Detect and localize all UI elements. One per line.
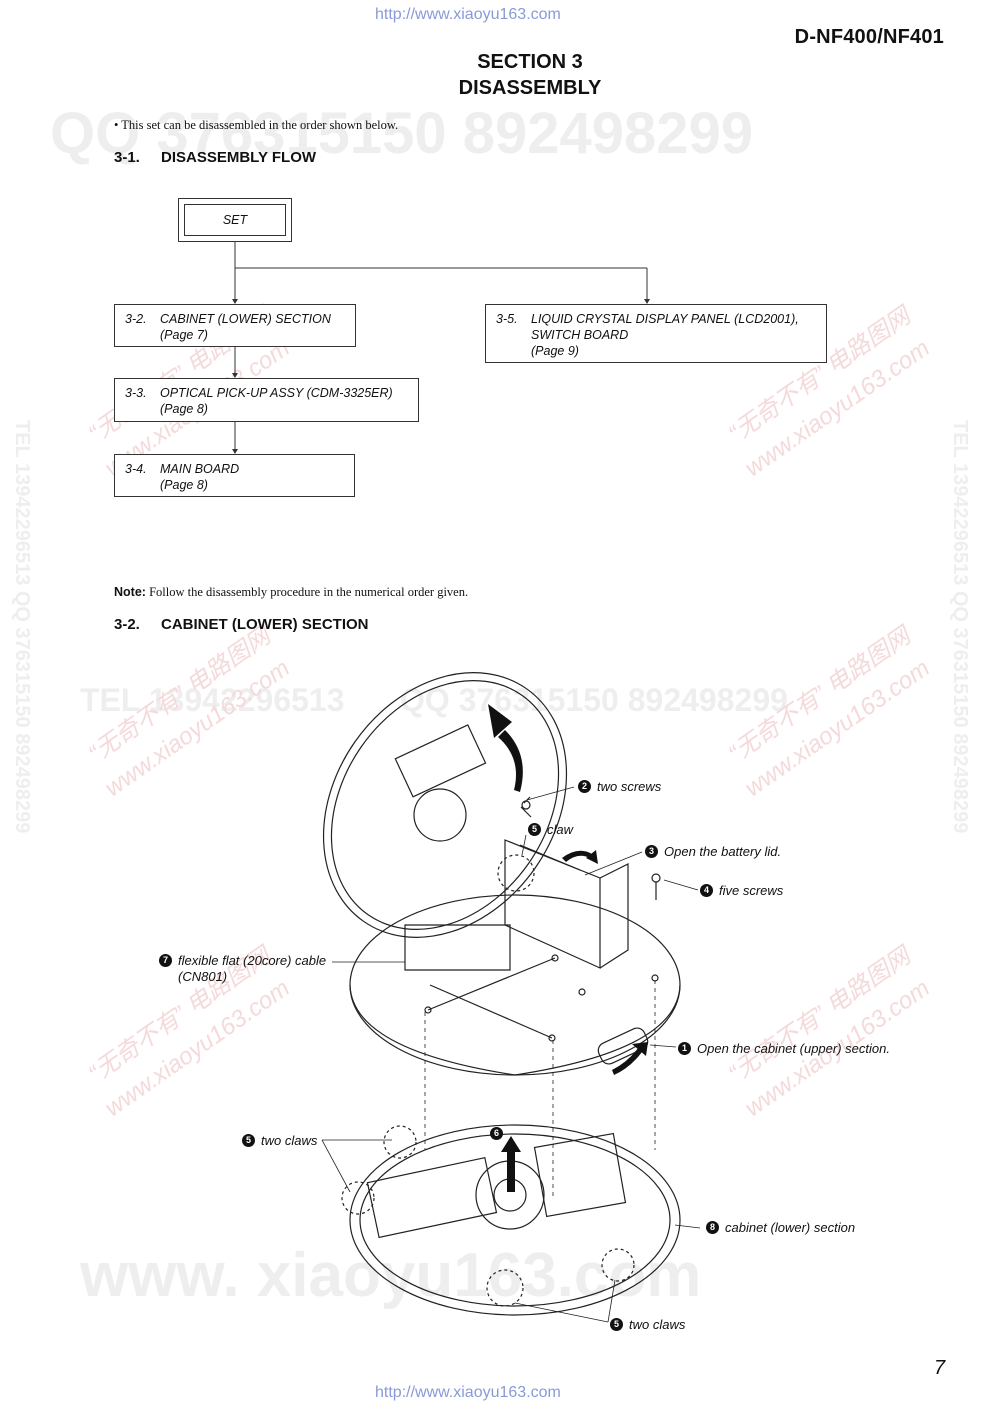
watermark-side-right: TEL 13942296513 QQ 376315150 892498299 [949,420,971,834]
main-body [349,894,681,1076]
callout-five-screws: 4 five screws [700,883,783,899]
section-name: DISASSEMBLY [458,77,602,99]
cabinet-heading-title: CABINET (LOWER) SECTION [161,616,369,633]
source-url-top[interactable]: http://www.xiaoyu163.com [375,6,561,23]
callout-text: Open the battery lid. [664,844,782,859]
step-badge-1: 1 [678,1042,691,1055]
page-number: 7 [934,1357,946,1379]
flow-box-number: 3-2. [125,312,147,326]
watermark-qq: QQ 376315150 892498299 [50,101,754,166]
note: Note: Follow the disassembly procedure i… [114,585,468,600]
step-badge-7: 7 [159,954,172,967]
flow-box-text: MAIN BOARD (Page 8) [160,462,240,492]
callout-text: claw [547,822,574,837]
callout-two-claws-bottom: 5 two claws [610,1317,685,1333]
model-number: D-NF400/NF401 [794,26,944,48]
flow-set-label: SET [184,204,286,236]
flow-box-number: 3-4. [125,462,147,476]
flow-box-number: 3-5. [496,312,518,326]
watermark-tel: TEL 13942296513 [80,682,345,718]
step-badge-4: 4 [700,884,713,897]
flow-box-optical-pickup: 3-3. OPTICAL PICK-UP ASSY (CDM-3325ER) (… [114,378,419,422]
watermark-side-left: TEL 13942296513 QQ 376315150 892498299 [11,420,33,834]
section-number: SECTION 3 [477,51,583,73]
step-badge-2: 2 [578,780,591,793]
flow-connectors [232,242,650,454]
step-badge-6: 6 [490,1127,503,1140]
flow-heading-title: DISASSEMBLY FLOW [161,149,317,166]
source-url-bottom[interactable]: http://www.xiaoyu163.com [375,1384,561,1401]
step-badge-5: 5 [610,1318,623,1331]
flow-box-cabinet-lower: 3-2. CABINET (LOWER) SECTION (Page 7) [114,304,356,347]
lower-cabinet [349,1124,681,1316]
callout-text: Open the cabinet (upper) section. [697,1041,890,1056]
step-badge-5: 5 [242,1134,255,1147]
watermark-qq-lower: QQ 376315150 892498299 [400,682,788,718]
callout-text: flexible flat (20core) cable (CN801) [178,953,327,984]
callout-text: five screws [719,883,784,898]
note-label: Note: [114,585,146,599]
callout-text: two claws [261,1133,318,1148]
cabinet-heading: 3-2. CABINET (LOWER) SECTION [114,616,369,633]
callout-cabinet-lower: 8 cabinet (lower) section [706,1220,855,1236]
step-badge-8: 8 [706,1221,719,1234]
callout-two-claws-left: 5 two claws [242,1133,317,1149]
disassembly-illustration [321,672,701,1323]
flow-heading: 3-1. DISASSEMBLY FLOW [114,149,316,166]
callout-text: two claws [629,1317,686,1332]
flow-box-text: OPTICAL PICK-UP ASSY (CDM-3325ER) (Page … [160,386,393,416]
callout-text: two screws [597,779,662,794]
callout-step-6: 6 [490,1126,503,1140]
cabinet-heading-number: 3-2. [114,616,140,633]
flow-box-number: 3-3. [125,386,147,400]
flow-box-main-board: 3-4. MAIN BOARD (Page 8) [114,454,355,497]
callout-text: cabinet (lower) section [725,1220,856,1235]
step-badge-5: 5 [528,823,541,836]
callout-flat-cable: 7 flexible flat (20core) cable (CN801) [159,953,326,985]
flow-set-box: SET [178,198,292,242]
callout-claw: 5 claw [528,822,573,838]
callout-two-screws: 2 two screws [578,779,661,795]
note-text: Follow the disassembly procedure in the … [145,585,469,599]
step-badge-3: 3 [645,845,658,858]
flow-heading-number: 3-1. [114,149,140,166]
flow-box-text: LIQUID CRYSTAL DISPLAY PANEL (LCD2001), … [531,312,799,358]
upper-cabinet-lid [322,672,568,938]
intro-text: • This set can be disassembled in the or… [114,118,399,132]
callout-open-cabinet-upper: 1 Open the cabinet (upper) section. [678,1041,890,1057]
flow-box-text: CABINET (LOWER) SECTION (Page 7) [160,312,331,342]
watermark-www: www. xiaoyu163.com [80,1241,702,1310]
section-title: SECTION 3 DISASSEMBLY [380,49,680,101]
flow-box-lcd-panel: 3-5. LIQUID CRYSTAL DISPLAY PANEL (LCD20… [485,304,827,363]
callout-battery-lid: 3 Open the battery lid. [645,844,781,860]
